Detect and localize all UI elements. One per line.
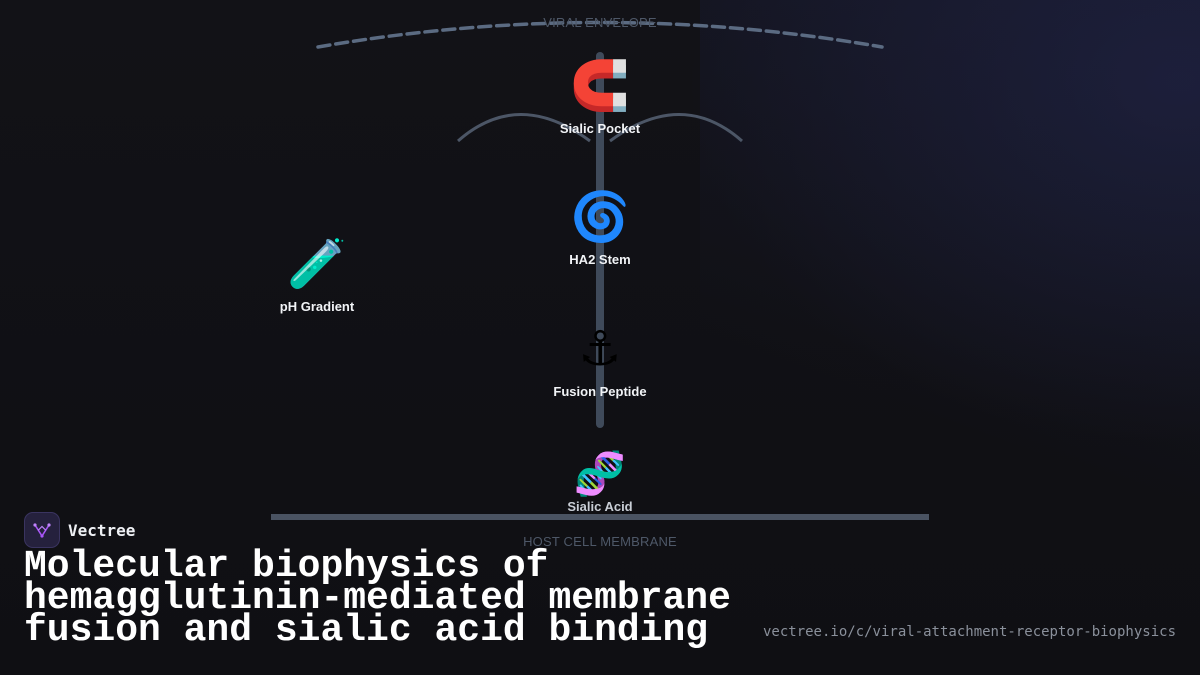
dna-icon: 🧬 bbox=[573, 450, 627, 497]
anchor-icon: ⚓ bbox=[578, 323, 622, 376]
brand[interactable]: Vectree bbox=[24, 512, 135, 548]
node-label: Sialic Pocket bbox=[559, 121, 641, 136]
node-ph-gradient[interactable]: 🧪 pH Gradient bbox=[280, 237, 354, 314]
node-label: HA2 Stem bbox=[569, 252, 631, 267]
test-tube-icon: 🧪 bbox=[287, 238, 347, 291]
page-title: Molecular biophysics of hemagglutinin-me… bbox=[24, 545, 731, 652]
vectree-logo-icon bbox=[24, 512, 60, 548]
ha1-left-lobe bbox=[457, 113, 591, 143]
node-label: Sialic Acid bbox=[567, 499, 633, 514]
node-sialic-pocket[interactable]: 🧲 Sialic Pocket bbox=[560, 59, 640, 136]
node-fusion-peptide[interactable]: ⚓ Fusion Peptide bbox=[553, 322, 646, 399]
brand-name: Vectree bbox=[68, 520, 136, 540]
viral-envelope-label: VIRAL ENVELOPE bbox=[543, 15, 657, 30]
node-label: Fusion Peptide bbox=[553, 384, 647, 399]
viral-envelope-arc bbox=[316, 20, 884, 49]
page-url[interactable]: vectree.io/c/viral-attachment-receptor-b… bbox=[762, 624, 1176, 640]
ha1-right-lobe bbox=[609, 113, 743, 143]
node-sialic-acid[interactable]: 🧬 Sialic Acid bbox=[567, 450, 633, 515]
magnet-icon: 🧲 bbox=[570, 60, 630, 113]
host-cell-membrane-label: HOST CELL MEMBRANE bbox=[523, 534, 677, 549]
spiral-icon: 🌀 bbox=[570, 191, 630, 244]
node-label: pH Gradient bbox=[279, 299, 355, 314]
node-ha2-stem[interactable]: 🌀 HA2 Stem bbox=[569, 190, 630, 267]
